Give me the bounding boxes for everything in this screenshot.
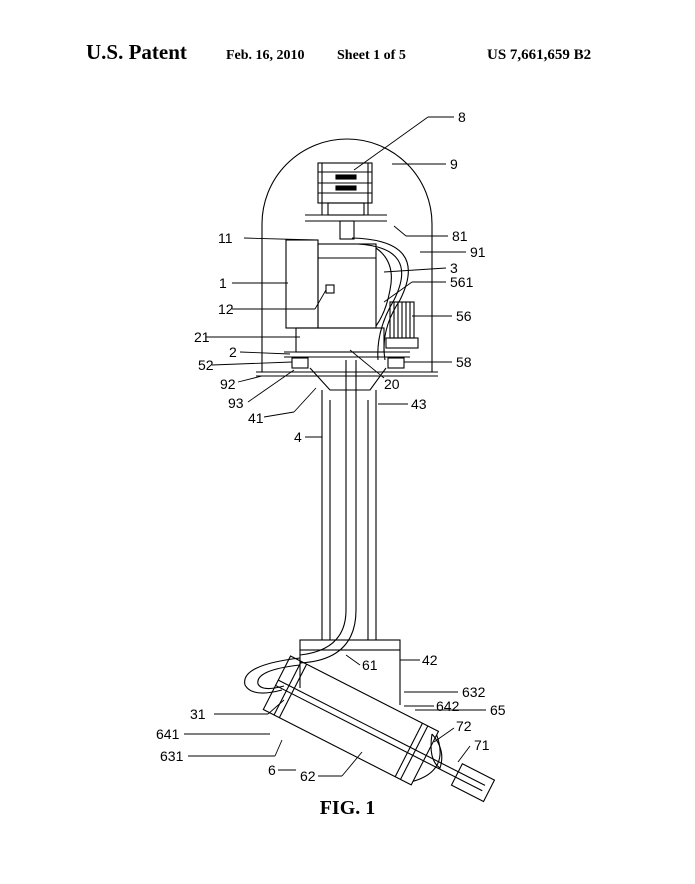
- upper-hose: [351, 237, 409, 361]
- ref-11: 11: [218, 230, 233, 246]
- ref-642: 642: [436, 698, 460, 714]
- ref-2: 2: [229, 344, 237, 360]
- ref-65: 65: [490, 702, 506, 718]
- ref-91: 91: [470, 244, 486, 260]
- ref-42: 42: [422, 652, 438, 668]
- support-column: [321, 390, 377, 640]
- lower-hose: [244, 657, 301, 694]
- pump-cylinder: [262, 655, 496, 803]
- ref-72: 72: [456, 718, 472, 734]
- ref-71: 71: [474, 737, 490, 753]
- ref-61: 61: [362, 657, 378, 673]
- dome-housing: [261, 138, 433, 225]
- ref-52: 52: [198, 357, 214, 373]
- ref-9: 9: [450, 156, 458, 172]
- ref-12: 12: [218, 301, 234, 317]
- ref-632: 632: [462, 684, 486, 700]
- ref-6: 6: [268, 762, 276, 778]
- ref-20: 20: [384, 376, 400, 392]
- ref-4: 4: [294, 429, 302, 445]
- ref-81: 81: [452, 228, 468, 244]
- ref-21: 21: [194, 329, 210, 345]
- patent-number: US 7,661,659 B2: [487, 47, 592, 63]
- figure-caption: FIG. 1: [319, 797, 376, 819]
- ref-31: 31: [190, 706, 206, 722]
- gearbox: [385, 301, 419, 349]
- ref-43: 43: [411, 396, 427, 412]
- inner-hose: [299, 360, 347, 656]
- motor-body: [285, 239, 392, 329]
- ref-93: 93: [228, 395, 244, 411]
- ref-41: 41: [248, 410, 264, 426]
- ref-3: 3: [450, 260, 458, 276]
- ref-631: 631: [160, 748, 184, 764]
- patent-sheet: Sheet 1 of 5: [337, 48, 406, 63]
- propeller: [430, 733, 443, 769]
- ref-1: 1: [219, 275, 227, 291]
- ref-561: 561: [450, 274, 474, 290]
- ref-56: 56: [456, 308, 472, 324]
- patent-date: Feb. 16, 2010: [226, 48, 305, 63]
- ref-62: 62: [300, 768, 316, 784]
- patent-label: U.S. Patent: [86, 40, 187, 64]
- ref-58: 58: [456, 354, 472, 370]
- ref-8: 8: [458, 109, 466, 125]
- top-drive-assembly: [305, 162, 387, 240]
- ref-641: 641: [156, 726, 180, 742]
- ref-92: 92: [220, 376, 236, 392]
- turntable-base: [284, 327, 410, 391]
- lower-bracket: [299, 639, 401, 705]
